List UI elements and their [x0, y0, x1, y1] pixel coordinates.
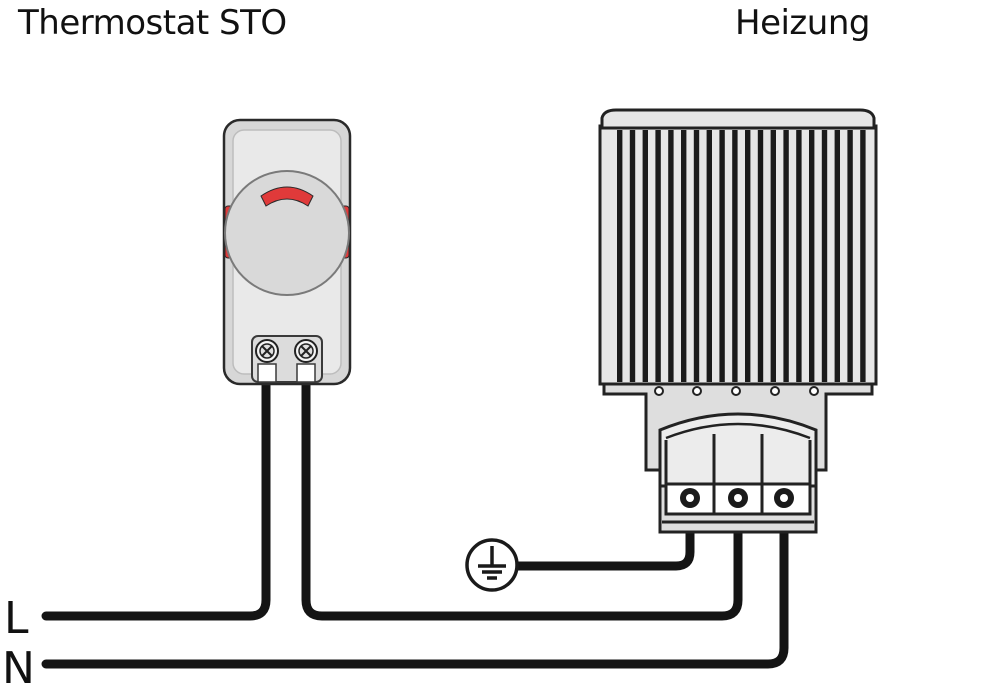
heater-fin: [629, 130, 636, 382]
heater-fin: [681, 130, 687, 382]
heater-terminal-earth-screw-icon: [680, 488, 700, 508]
heater-cooling-fins: [617, 130, 866, 382]
heater-device: [598, 108, 878, 534]
thermostat-terminal-1-screw-icon: [255, 339, 279, 363]
thermostat-device: [222, 118, 352, 386]
heater-fin: [642, 130, 648, 382]
heater-fin: [860, 130, 866, 382]
heater-fin: [745, 130, 751, 382]
heater-fin: [757, 130, 764, 382]
heater-terminal-l-screw-icon: [728, 488, 748, 508]
heater-fin: [770, 130, 776, 382]
heater-mounting-holes: [654, 386, 819, 396]
heater-fin: [732, 130, 738, 382]
neutral-wire: [41, 491, 789, 669]
heater-fin: [706, 130, 712, 382]
ground-symbol-icon: [465, 538, 519, 592]
live-label: L: [4, 593, 29, 644]
heater-fin: [668, 130, 674, 382]
wires: [41, 365, 789, 669]
heater-fin: [655, 130, 661, 382]
heater-fin: [617, 130, 623, 382]
heater-fin: [809, 130, 815, 382]
heater-terminal-n-screw-icon: [774, 488, 794, 508]
heater-fin: [834, 130, 840, 382]
dial-indicator-icon: [260, 186, 314, 207]
thermostat-terminal-2-screw-icon: [294, 339, 318, 363]
thermostat-dial: [224, 170, 350, 296]
earth-wire: [513, 491, 695, 571]
heater-fin: [693, 130, 700, 382]
live-wire: [41, 365, 271, 621]
heater-fin: [847, 130, 853, 382]
heater-title: Heizung: [735, 3, 870, 43]
heater-fin: [796, 130, 802, 382]
neutral-label: N: [2, 643, 35, 688]
heater-fin: [821, 130, 828, 382]
thermostat-to-heater-wire: [301, 365, 743, 621]
heater-fin: [719, 130, 725, 382]
thermostat-title: Thermostat STO: [17, 3, 287, 43]
heater-fin: [783, 130, 789, 382]
